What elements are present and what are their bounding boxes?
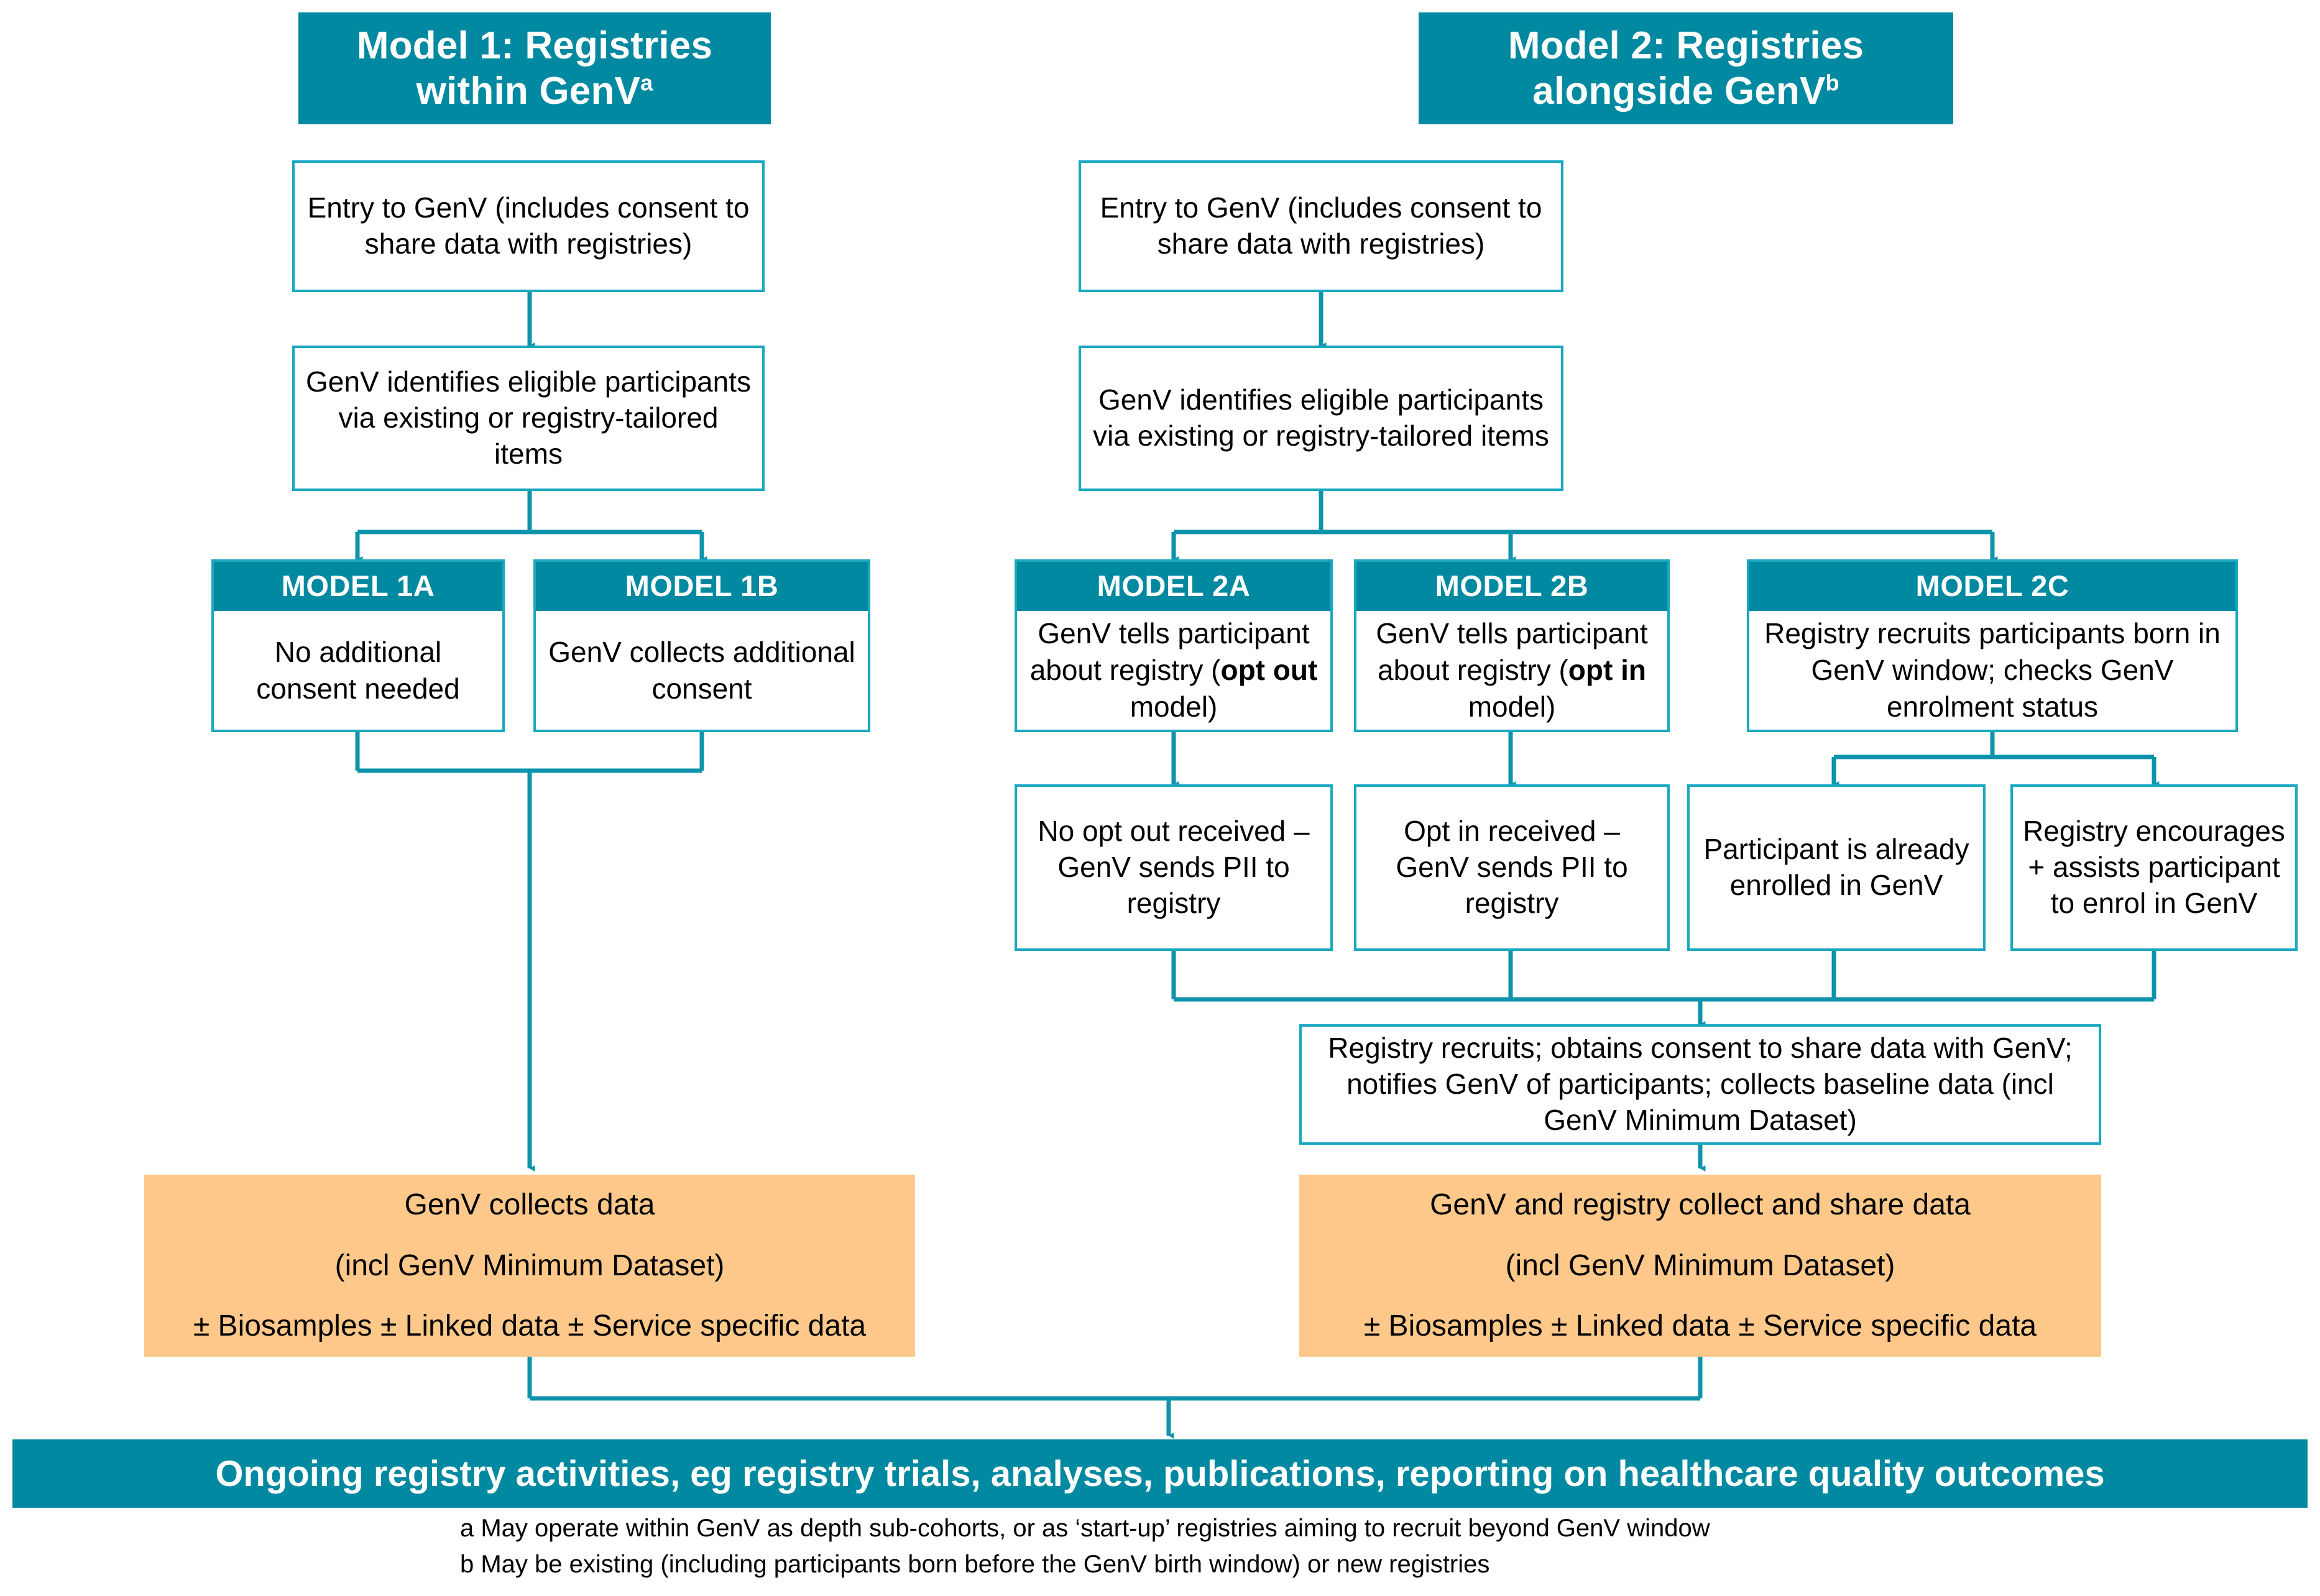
model-2a-title: MODEL 2A [1017, 562, 1330, 611]
registry-recruits-text: Registry recruits; obtains consent to sh… [1328, 1032, 2073, 1136]
model1-title-superscript: a [640, 70, 653, 96]
entry-to-genv-box-model2: Entry to GenV (includes consent to share… [1079, 160, 1563, 292]
genv-identifies-text-model2: GenV identifies eligible participants vi… [1093, 383, 1549, 452]
registry-recruits-box: Registry recruits; obtains consent to sh… [1299, 1024, 2101, 1145]
model-1b-body: GenV collects additional consent [548, 635, 855, 705]
orange-box-model1: GenV collects data (incl GenV Minimum Da… [144, 1175, 915, 1357]
footnote-a: a May operate within GenV as depth sub-c… [460, 1515, 1710, 1542]
model-2b-title: MODEL 2B [1356, 562, 1667, 611]
model-2c-title: MODEL 2C [1749, 562, 2235, 611]
model2-title-line2: alongside GenV [1532, 70, 1826, 112]
ongoing-registry-activities-bar: Ongoing registry activities, eg registry… [12, 1439, 2308, 1508]
model2-title-banner: Model 2: Registries alongside GenVb [1419, 12, 1953, 124]
model-1a-title: MODEL 1A [214, 562, 502, 611]
entry-to-genv-box-model1: Entry to GenV (includes consent to share… [292, 160, 765, 292]
footnotes: a May operate within GenV as depth sub-c… [460, 1510, 2014, 1582]
already-enrolled-box: Participant is already enrolled in GenV [1687, 784, 1986, 951]
model-2b-body-emphasis: opt in [1568, 654, 1646, 687]
model-2b-body-pre: GenV tells participant about registry ( [1376, 617, 1648, 687]
no-opt-out-box: No opt out received – GenV sends PII to … [1015, 784, 1333, 951]
link-identify1-branch-left [357, 491, 702, 559]
orange-right-line2: (incl GenV Minimum Dataset) [1505, 1249, 1895, 1282]
registry-encourages-box: Registry encourages + assists participan… [2010, 784, 2298, 951]
genv-identifies-box-model2: GenV identifies eligible participants vi… [1079, 346, 1563, 491]
link-1a1b-merge [355, 732, 704, 773]
already-enrolled-text: Participant is already enrolled in GenV [1703, 833, 1969, 901]
footnote-b: b May be existing (including participant… [460, 1551, 1490, 1578]
model-2a-body-emphasis: opt out [1220, 654, 1318, 687]
model-1b-title: MODEL 1B [536, 562, 868, 611]
no-opt-out-text: No opt out received – GenV sends PII to … [1038, 815, 1310, 919]
model-2a-body-pre: GenV tells participant about registry ( [1029, 617, 1310, 687]
model-2a-box: MODEL 2A GenV tells participant about re… [1015, 559, 1333, 732]
model-2b-body: GenV tells participant about registry (o… [1364, 615, 1660, 725]
model-1a-box: MODEL 1A No additional consent needed [211, 559, 505, 732]
orange-box-model2: GenV and registry collect and share data… [1299, 1175, 2101, 1357]
orange-left-line2: (incl GenV Minimum Dataset) [334, 1249, 725, 1282]
orange-right-line3: ± Biosamples ± Linked data ± Service spe… [1363, 1309, 2037, 1343]
model-2c-body: Registry recruits participants born in G… [1764, 617, 2221, 723]
orange-left-line3: ± Biosamples ± Linked data ± Service spe… [193, 1309, 867, 1343]
model-2b-body-post: model) [1468, 690, 1556, 723]
genv-identifies-box-model1: GenV identifies eligible participants vi… [292, 346, 765, 491]
model1-title-banner: Model 1: Registries within GenVa [298, 12, 771, 124]
model-1a-body: No additional consent needed [256, 635, 460, 705]
model-2a-body: GenV tells participant about registry (o… [1024, 615, 1323, 725]
orange-right-line1: GenV and registry collect and share data [1430, 1188, 1971, 1222]
model-2b-box: MODEL 2B GenV tells participant about re… [1354, 559, 1670, 732]
opt-in-received-text: Opt in received – GenV sends PII to regi… [1396, 815, 1628, 919]
registry-encourages-text: Registry encourages + assists participan… [2023, 815, 2285, 919]
genv-identifies-text-model1: GenV identifies eligible participants vi… [306, 365, 751, 470]
model2-title-superscript: b [1825, 70, 1839, 96]
entry-to-genv-text-model1: Entry to GenV (includes consent to share… [307, 191, 750, 260]
model-1b-box: MODEL 1B GenV collects additional consen… [533, 559, 870, 732]
entry-to-genv-text-model2: Entry to GenV (includes consent to share… [1100, 191, 1542, 260]
model-2c-box: MODEL 2C Registry recruits participants … [1747, 559, 2238, 732]
orange-left-line1: GenV collects data [404, 1188, 655, 1222]
model1-title-line1: Model 1: Registries [356, 24, 713, 67]
ongoing-registry-activities-text: Ongoing registry activities, eg registry… [215, 1453, 2105, 1494]
model1-title-line2: within GenV [416, 70, 641, 112]
opt-in-received-box: Opt in received – GenV sends PII to regi… [1354, 784, 1670, 951]
model2-title-line1: Model 2: Registries [1508, 24, 1864, 67]
model-2a-body-post: model) [1130, 690, 1218, 723]
